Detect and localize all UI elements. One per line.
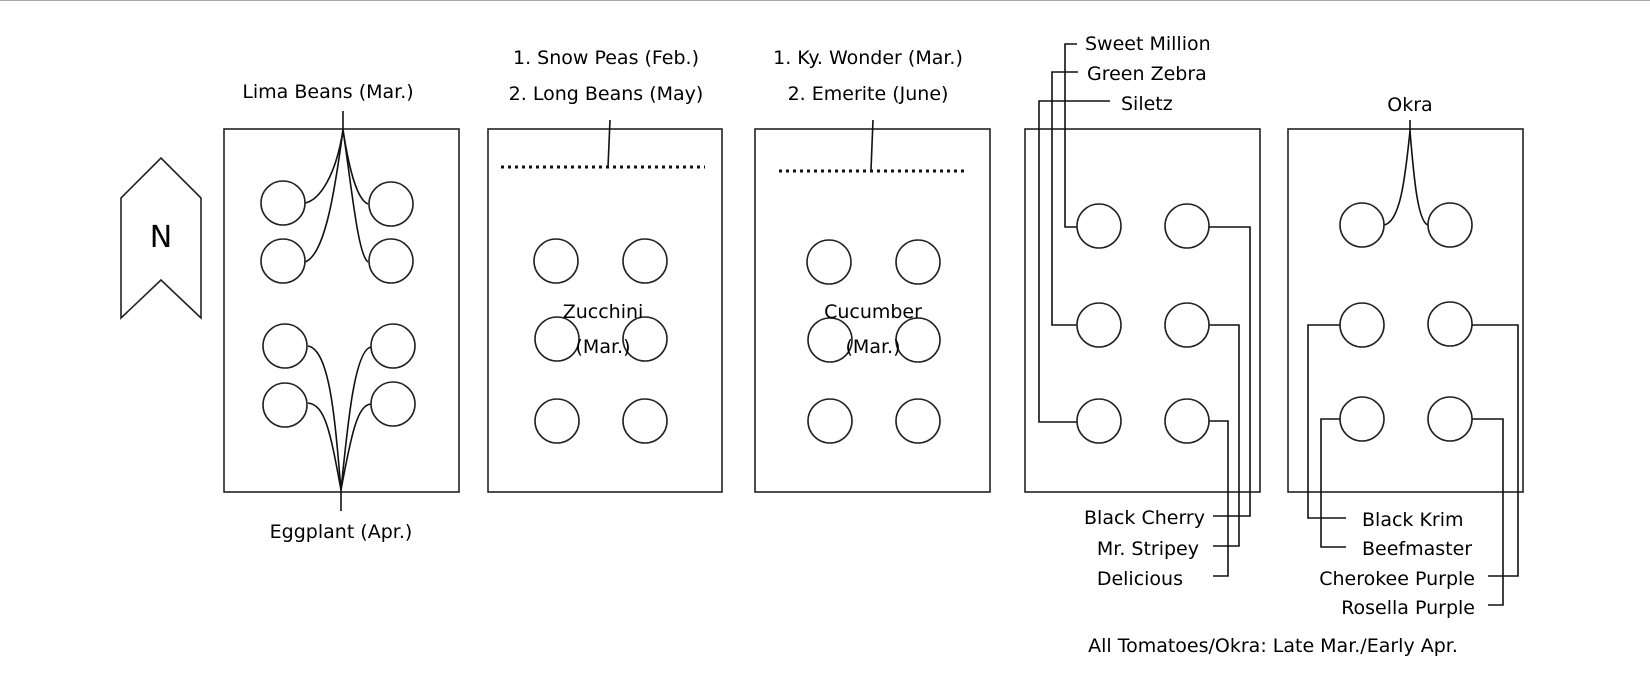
plant-cucumber [806, 239, 852, 285]
okra-label: Okra [1387, 94, 1432, 116]
eggplant-leader [307, 345, 342, 491]
tomato-label-siletz: Siletz [1121, 93, 1173, 115]
plant-zucchini [533, 238, 579, 284]
top-border [0, 0, 1650, 1]
bed-3-top-label-1: 1. Ky. Wonder (Mar.) [773, 47, 963, 69]
plant-eggplant [370, 381, 416, 427]
plant-cucumber [895, 317, 941, 363]
bed-2-top-label-1: 1. Snow Peas (Feb.) [513, 47, 699, 69]
plant-zucchini [622, 238, 668, 284]
plant-tomato [1427, 301, 1473, 347]
plant-tomato [1076, 302, 1122, 348]
bed-3: 1. Ky. Wonder (Mar.) 2. Emerite (June) C… [754, 47, 991, 493]
bed-5: Okra Black Krim Beefmaster Cherokee Purp… [1287, 94, 1524, 619]
bed-1-outline [223, 128, 460, 493]
plant-tomato [1164, 302, 1210, 348]
leader-beefmaster [1320, 418, 1346, 548]
bed-2-top-label-2: 2. Long Beans (May) [509, 83, 704, 105]
bed-4-outline [1024, 128, 1261, 493]
tomato-label-mr-stripey: Mr. Stripey [1097, 538, 1199, 560]
bed-1-top-label: Lima Beans (Mar.) [242, 81, 413, 103]
bed-1: Lima Beans (Mar.) Eggplant (Apr.) [223, 81, 460, 543]
bed-3-top-label-2: 2. Emerite (June) [788, 83, 949, 105]
bed-2-center-label-2: (Mar.) [576, 336, 631, 358]
tomato-label-black-cherry: Black Cherry [1084, 507, 1205, 529]
okra-leader [1383, 130, 1411, 226]
plant-tomato [1164, 398, 1210, 444]
tomato-label-rosella-purple: Rosella Purple [1341, 597, 1475, 619]
bed-3-center-label-1: Cucumber [824, 301, 922, 323]
leader-green-zebra [1051, 71, 1078, 326]
plant-lima [260, 238, 306, 284]
leader-sweet-million [1064, 43, 1077, 228]
leader-rosella-purple [1472, 418, 1504, 606]
plant-eggplant [262, 382, 308, 428]
compass-label: N [150, 220, 172, 255]
plant-cucumber [807, 317, 853, 363]
plant-tomato [1076, 398, 1122, 444]
plant-tomato [1164, 203, 1210, 249]
okra-leader [1409, 130, 1429, 226]
leader-siletz [1038, 100, 1110, 423]
north-arrow-icon: N [120, 156, 202, 320]
plant-lima [368, 238, 414, 284]
plant-tomato [1339, 396, 1385, 442]
plant-zucchini [622, 398, 668, 444]
plant-okra [1427, 202, 1473, 248]
tomato-label-sweet-million: Sweet Million [1085, 33, 1211, 55]
eggplant-leader [340, 346, 372, 491]
plant-tomato [1076, 203, 1122, 249]
leader-black-cherry [1209, 226, 1251, 517]
plant-lima [260, 180, 306, 226]
leader-delicious [1209, 420, 1229, 577]
plant-cucumber [895, 398, 941, 444]
leader-mr-stripey [1209, 324, 1240, 547]
leader-black-krim [1307, 324, 1346, 519]
plant-zucchini [534, 398, 580, 444]
tomato-label-beefmaster: Beefmaster [1362, 538, 1472, 560]
bed-2-outline [487, 128, 723, 493]
plant-eggplant [262, 323, 308, 369]
plant-tomato [1427, 396, 1473, 442]
eggplant-leader [340, 403, 372, 491]
lima-leader [342, 129, 369, 263]
eggplant-leader [307, 402, 342, 491]
pea-row-leader [607, 119, 611, 168]
bed-1-bottom-label: Eggplant (Apr.) [270, 521, 413, 543]
plant-cucumber [807, 398, 853, 444]
plant-zucchini [534, 316, 580, 362]
plant-tomato [1339, 302, 1385, 348]
bed-2-center-label-1: Zucchini [563, 301, 644, 323]
plant-lima [368, 181, 414, 227]
footnote: All Tomatoes/Okra: Late Mar./Early Apr. [1088, 635, 1458, 657]
bed-2: 1. Snow Peas (Feb.) 2. Long Beans (May) … [487, 47, 723, 493]
tomato-label-green-zebra: Green Zebra [1087, 63, 1207, 85]
lima-leader [342, 129, 369, 205]
plant-eggplant [370, 323, 416, 369]
tomato-label-delicious: Delicious [1097, 568, 1183, 590]
bean-row-leader [870, 119, 874, 171]
bed-5-outline [1287, 128, 1524, 493]
plant-zucchini [622, 316, 668, 362]
tomato-label-black-krim: Black Krim [1362, 509, 1464, 531]
tomato-label-cherokee-purple: Cherokee Purple [1319, 568, 1475, 590]
plant-cucumber [895, 239, 941, 285]
bed-3-center-label-2: (Mar.) [846, 336, 901, 358]
lima-leader [304, 129, 344, 263]
plant-okra [1339, 202, 1385, 248]
bed-4: Sweet Million Green Zebra Siletz Black C… [1024, 33, 1261, 590]
leader-cherokee-purple [1472, 324, 1519, 577]
